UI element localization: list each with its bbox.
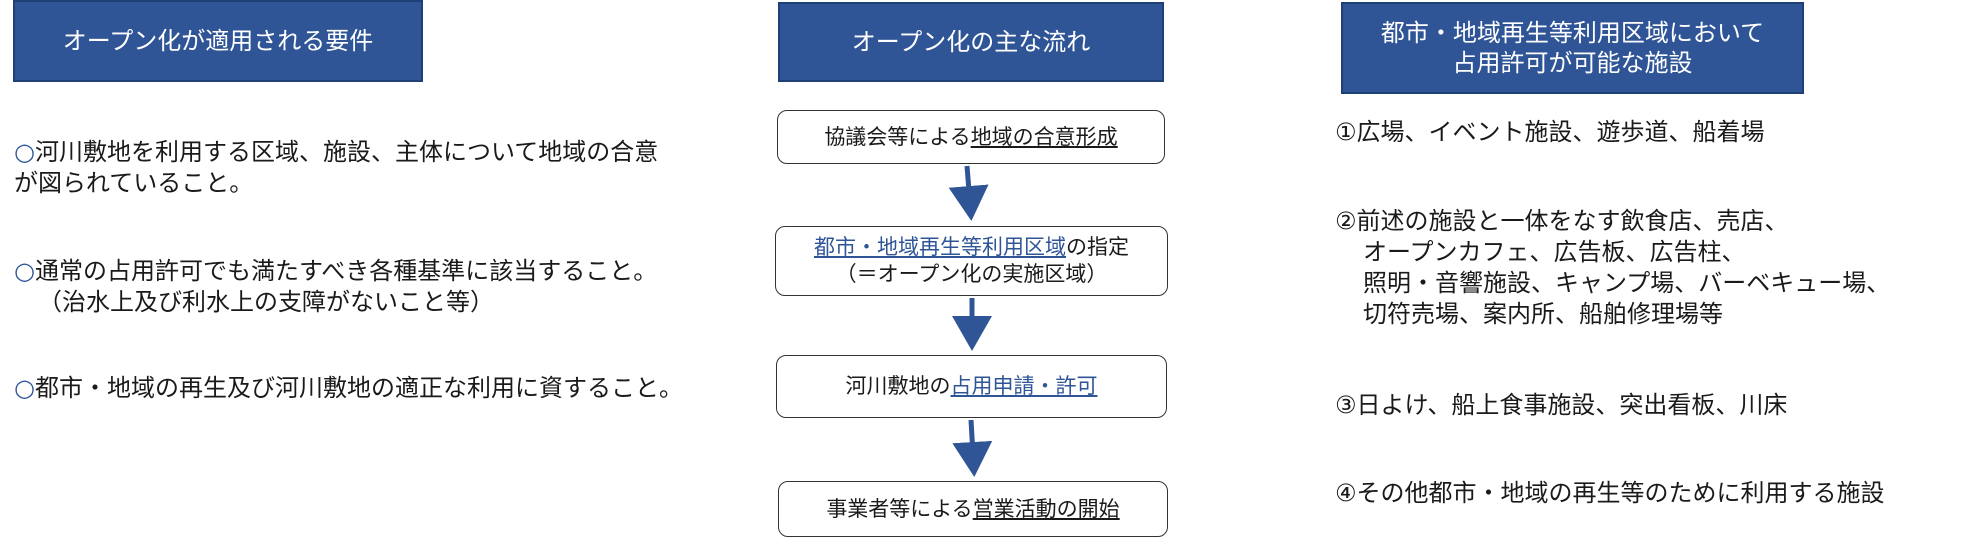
flow-step-2-line-2: （＝オープン化の実施区域）: [835, 262, 1108, 286]
facility-1-line-1: ①広場、イベント施設、遊歩道、船着場: [1335, 118, 1765, 146]
facility-3-line-1: ③日よけ、船上食事施設、突出看板、川床: [1335, 391, 1788, 419]
flow-header-text: オープン化の主な流れ: [851, 28, 1091, 56]
requirements-header-text: オープン化が適用される要件: [62, 27, 374, 55]
flow-arrow-3: [952, 419, 993, 477]
requirement-2: ○通常の占用許可でも満たすべき各種基準に該当すること。 （治水上及び利水上の支障…: [14, 256, 657, 318]
facility-2-line-3: 照明・音響施設、キャンプ場、バーベキュー場、: [1363, 269, 1891, 297]
facilities-header-line-2: 占用許可が可能な施設: [1452, 49, 1693, 77]
requirement-2-line-1: 通常の占用許可でも満たすべき各種基準に該当すること。: [34, 257, 658, 285]
facility-4-line-1: ④その他都市・地域の再生等のために利用する施設: [1335, 479, 1885, 507]
facilities-header-line-1: 都市・地域再生等利用区域において: [1380, 19, 1765, 47]
facility-3: ③日よけ、船上食事施設、突出看板、川床: [1335, 390, 1787, 421]
bullet-circle-icon: ○: [14, 374, 35, 402]
facility-2: ②前述の施設と一体をなす飲食店、売店、 オープンカフェ、広告板、広告柱、 照明・…: [1335, 206, 1890, 330]
flow-step-1-pre: 協議会等による: [824, 124, 971, 149]
requirement-3: ○都市・地域の再生及び河川敷地の適正な利用に資すること。: [14, 373, 683, 404]
flow-header: オープン化の主な流れ: [778, 2, 1164, 82]
facility-1: ①広場、イベント施設、遊歩道、船着場: [1335, 117, 1765, 148]
requirement-1-line-2: が図られていること。: [14, 169, 254, 197]
requirements-header: オープン化が適用される要件: [13, 0, 423, 82]
flow-step-2: 都市・地域再生等利用区域の指定 （＝オープン化の実施区域）: [775, 226, 1168, 296]
flow-step-2-post: の指定: [1066, 235, 1129, 259]
facility-2-line-4: 切符売場、案内所、船舶修理場等: [1363, 300, 1723, 328]
requirement-3-line-1: 都市・地域の再生及び河川敷地の適正な利用に資すること。: [34, 374, 683, 402]
requirement-1: ○河川敷地を利用する区域、施設、主体について地域の合意 が図られていること。: [14, 137, 658, 199]
flow-step-3-pre: 河川敷地の: [845, 374, 951, 398]
flow-step-4-pre: 事業者等による: [826, 496, 973, 521]
requirement-1-line-1: 河川敷地を利用する区域、施設、主体について地域の合意: [34, 138, 659, 166]
flow-step-3-key: 占用申請・許可: [950, 374, 1098, 398]
bullet-circle-icon: ○: [14, 257, 35, 285]
requirement-2-line-2: （治水上及び利水上の支障がないこと等）: [38, 288, 494, 316]
flow-arrow-1: [948, 165, 989, 221]
facility-2-line-2: オープンカフェ、広告板、広告柱、: [1363, 238, 1746, 266]
facility-2-line-1: ②前述の施設と一体をなす飲食店、売店、: [1335, 207, 1789, 235]
flow-step-3: 河川敷地の占用申請・許可: [776, 355, 1167, 418]
facility-4: ④その他都市・地域の再生等のために利用する施設: [1335, 478, 1885, 509]
flow-step-1-key: 地域の合意形成: [970, 124, 1118, 149]
flow-step-2-key: 都市・地域再生等利用区域: [814, 235, 1066, 259]
facilities-header: 都市・地域再生等利用区域において 占用許可が可能な施設: [1341, 2, 1804, 94]
bullet-circle-icon: ○: [14, 138, 35, 166]
flow-step-1: 協議会等による地域の合意形成: [777, 110, 1165, 164]
flow-step-4-key: 営業活動の開始: [972, 496, 1120, 521]
flow-step-4: 事業者等による営業活動の開始: [778, 481, 1168, 537]
